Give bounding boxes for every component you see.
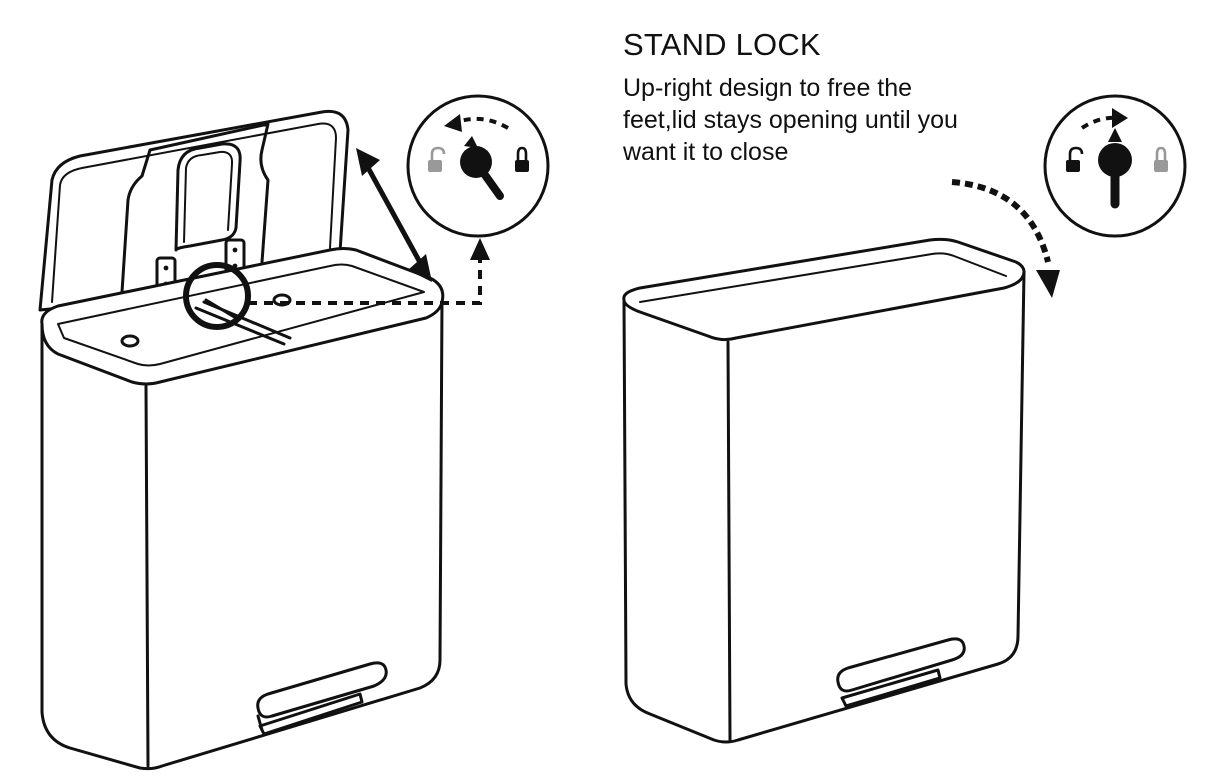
caption-description: Up-right design to free the feet,lid sta…: [623, 72, 1043, 168]
padlock-closed-icon: [1154, 146, 1168, 172]
caption-line: want it to close: [623, 138, 789, 166]
stand-lock-caption: STAND LOCK Up-right design to free the f…: [623, 26, 1043, 168]
lid-open-arrow: [356, 148, 432, 282]
lock-to-dial-connector: [248, 238, 490, 305]
lock-dial-unlock: [406, 94, 550, 238]
open-trash-bin: [38, 94, 550, 771]
caption-line: feet,lid stays opening until you: [623, 106, 958, 134]
caption-line: Up-right design to free the: [623, 74, 913, 102]
padlock-open-icon: [428, 146, 446, 172]
padlock-closed-icon: [515, 146, 529, 172]
lock-dial-lock: [1043, 94, 1187, 238]
caption-title: STAND LOCK: [623, 27, 821, 62]
padlock-open-icon: [1066, 146, 1084, 172]
closed-trash-bin: [622, 237, 1026, 744]
bin-body-open: [40, 247, 445, 771]
lid-close-arrow: [951, 179, 1060, 298]
